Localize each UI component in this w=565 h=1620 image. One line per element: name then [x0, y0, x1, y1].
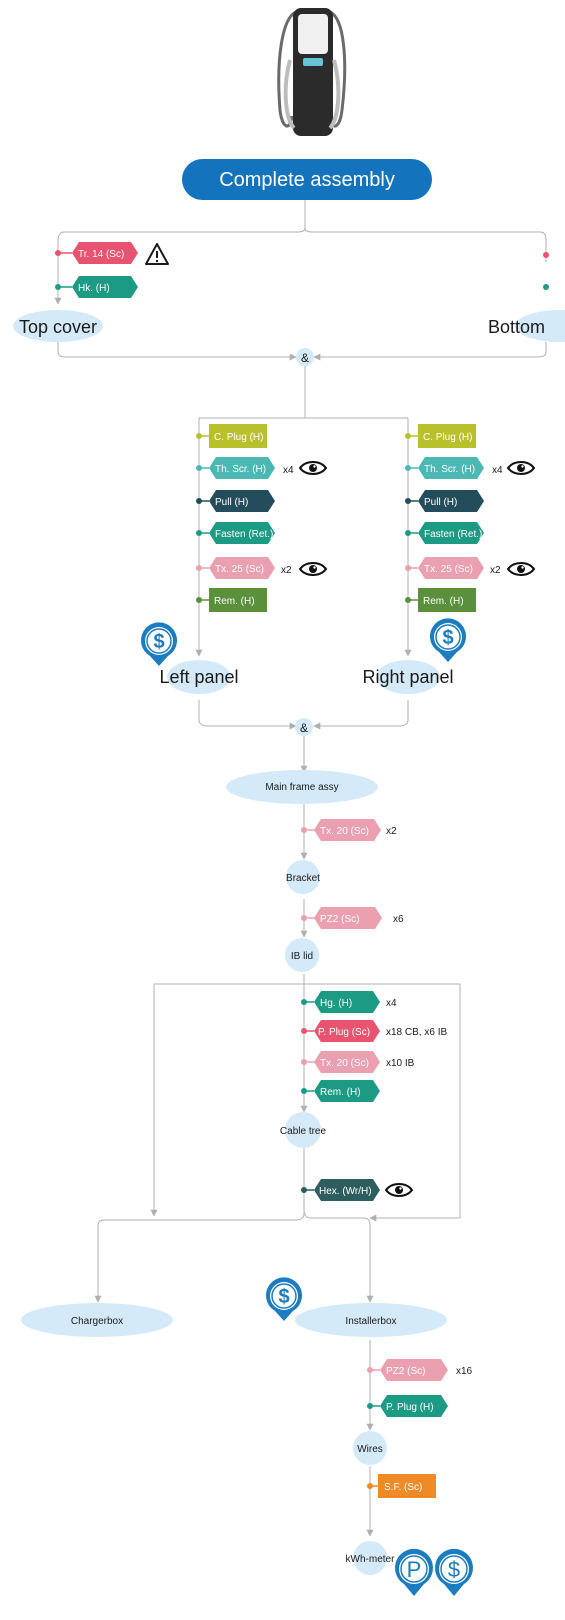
cable-tree-node: [285, 1112, 321, 1148]
tag-pz2-installerbox: PZ2 (Sc) x16: [367, 1359, 473, 1381]
svg-text:$: $: [448, 1557, 460, 1582]
bottom-tag-dot: [543, 252, 549, 258]
bracket-node: [286, 860, 320, 894]
left-panel-tags: C. Plug (H) Th. Scr. (H) x4 Pull (H) Fas…: [196, 424, 294, 612]
top-cover-node: [13, 310, 103, 342]
left-panel-node: [167, 660, 231, 694]
tag-label: Rem. (H): [214, 596, 255, 607]
eye-icon: [384, 1183, 414, 1197]
tag-label: Fasten (Ret.): [424, 529, 482, 540]
and-join-2: [295, 718, 313, 736]
tag-label: Pull (H): [215, 497, 248, 508]
tag-label: Th. Scr. (H): [424, 464, 475, 475]
tag-label: Tx. 25 (Sc): [424, 564, 473, 575]
svg-text:$: $: [442, 627, 453, 649]
chargerbox-node: [21, 1303, 173, 1337]
bottom-label: Bottom: [488, 317, 545, 337]
tag-note: x2: [386, 826, 397, 837]
parking-pin-icon: P: [395, 1548, 433, 1596]
ev-charger-icon: [277, 8, 347, 136]
eye-icon: [298, 461, 328, 475]
tag-label: Tr. 14 (Sc): [78, 249, 124, 260]
top-cover-label: Top cover: [19, 317, 97, 337]
tag-label: Hk. (H): [78, 283, 110, 294]
tag-note: x4: [492, 465, 503, 476]
svg-text:$: $: [153, 631, 164, 653]
tag-note: x4: [283, 465, 294, 476]
cable-tree-tags: Hg. (H) x4 P. Plug (Sc) x18 CB, x6 IB Tx…: [301, 991, 447, 1102]
and-join-label: &: [301, 351, 309, 365]
tag-label: Hg. (H): [320, 998, 352, 1009]
installerbox-node: [295, 1303, 447, 1337]
eye-icon: [506, 461, 536, 475]
bottom-node: [515, 310, 565, 342]
tag-note: x2: [281, 565, 292, 576]
right-panel-label: Right panel: [362, 667, 453, 687]
tag-label: PZ2 (Sc): [386, 1366, 425, 1377]
tag-label: Fasten (Ret.): [215, 529, 273, 540]
tag-label: PZ2 (Sc): [320, 914, 359, 925]
money-pin-icon: $: [435, 1548, 473, 1596]
svg-text:P: P: [407, 1557, 422, 1582]
tag-note: x2: [490, 565, 501, 576]
money-pin-icon: $: [266, 1277, 302, 1321]
tag-pplug-h: P. Plug (H): [367, 1395, 448, 1417]
tag-sf: S.F. (Sc): [367, 1474, 436, 1498]
right-panel-node: [376, 660, 440, 694]
tag-tr14: Tr. 14 (Sc): [55, 242, 138, 264]
tag-tx20-mainframe: Tx. 20 (Sc) x2: [301, 819, 397, 841]
tag-label: Rem. (H): [423, 596, 464, 607]
main-frame-node: [226, 770, 378, 804]
tag-label: P. Plug (H): [386, 1402, 434, 1413]
title-pill: [182, 159, 432, 200]
title-label: Complete assembly: [219, 169, 395, 191]
and-join-label: &: [300, 721, 308, 735]
tag-hk: Hk. (H): [55, 276, 138, 298]
tag-note: x10 IB: [386, 1058, 415, 1069]
tag-label: Tx. 20 (Sc): [320, 826, 369, 837]
wires-label: Wires: [357, 1444, 383, 1455]
tag-hex-wrh: Hex. (Wr/H): [301, 1179, 380, 1201]
kwh-meter-node: [353, 1541, 387, 1575]
bottom-tag-dot: [543, 284, 549, 290]
svg-text:$: $: [278, 1286, 289, 1308]
cable-tree-label: Cable tree: [280, 1126, 327, 1137]
tag-label: S.F. (Sc): [384, 1482, 422, 1493]
ib-lid-node: [285, 938, 319, 972]
eye-icon: [506, 562, 536, 576]
tag-label: Tx. 20 (Sc): [320, 1058, 369, 1069]
tag-note: x4: [386, 998, 397, 1009]
money-pin-icon: $: [141, 622, 177, 666]
right-panel-tags: C. Plug (H) Th. Scr. (H) x4 Pull (H) Fas…: [405, 424, 503, 612]
eye-icon: [298, 562, 328, 576]
left-panel-label: Left panel: [159, 667, 238, 687]
tag-pz2-bracket: PZ2 (Sc) x6: [301, 907, 404, 929]
warning-icon: [145, 243, 169, 265]
kwh-meter-label: kWh-meter: [346, 1554, 396, 1565]
tag-label: C. Plug (H): [423, 432, 472, 443]
ib-lid-label: IB lid: [291, 951, 313, 962]
tag-note: x6: [393, 914, 404, 925]
tag-note: x18 CB, x6 IB: [386, 1027, 447, 1038]
tag-label: C. Plug (H): [214, 432, 263, 443]
tag-label: Hex. (Wr/H): [319, 1186, 372, 1197]
wires-node: [353, 1431, 387, 1465]
tag-label: Pull (H): [424, 497, 457, 508]
tag-label: Th. Scr. (H): [215, 464, 266, 475]
bracket-label: Bracket: [286, 873, 320, 884]
main-frame-label: Main frame assy: [265, 782, 338, 793]
tag-label: P. Plug (Sc): [318, 1027, 370, 1038]
tag-note: x16: [456, 1366, 473, 1377]
money-pin-icon: $: [430, 618, 466, 662]
tag-label: Tx. 25 (Sc): [215, 564, 264, 575]
installerbox-label: Installerbox: [345, 1316, 396, 1327]
chargerbox-label: Chargerbox: [71, 1316, 123, 1327]
and-join-1: [296, 348, 314, 366]
tag-label: Rem. (H): [320, 1087, 361, 1098]
